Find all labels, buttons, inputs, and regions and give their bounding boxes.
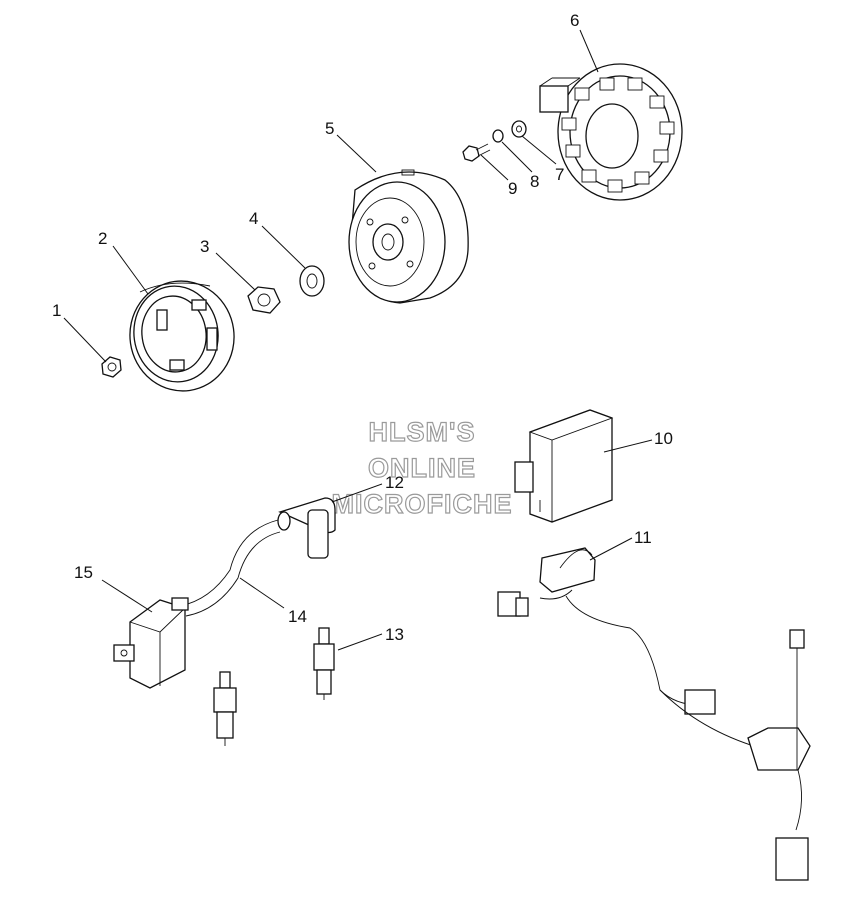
callout-leaders	[63, 29, 653, 651]
part-6-stator[interactable]	[539, 63, 683, 201]
callout-1: 1	[52, 301, 61, 320]
callout-8: 8	[530, 172, 539, 191]
callout-10: 10	[654, 429, 673, 448]
callout-6: 6	[570, 11, 579, 30]
part-14-ignition-wire[interactable]	[179, 519, 281, 617]
callout-numbers: 1 2 3 4 5 6 7 8 9 10 11 12 13 14 15	[52, 11, 673, 644]
watermark-line-2: ONLINE	[368, 453, 476, 483]
part-1-bolt[interactable]	[101, 356, 122, 378]
callout-13: 13	[385, 625, 404, 644]
callout-4: 4	[249, 209, 258, 228]
callout-12: 12	[385, 473, 404, 492]
part-7-washer[interactable]	[511, 120, 527, 138]
part-13-spark-plug-secondary[interactable]	[213, 671, 237, 746]
part-9-screw[interactable]	[462, 143, 491, 162]
callout-11: 11	[634, 528, 652, 547]
callout-9: 9	[508, 179, 517, 198]
part-2-starter-cup[interactable]	[123, 274, 241, 397]
callout-14: 14	[288, 607, 307, 626]
callout-2: 2	[98, 229, 107, 248]
watermark: HLSM'S ONLINE MICROFICHE	[331, 416, 513, 519]
callout-7: 7	[555, 165, 564, 184]
part-12-spark-plug-cap[interactable]	[277, 497, 336, 559]
callout-5: 5	[325, 119, 334, 138]
part-15-ignition-coil[interactable]	[113, 597, 189, 689]
watermark-line-1: HLSM'S	[369, 417, 476, 447]
part-13-spark-plug[interactable]	[313, 627, 335, 700]
part-10-cdi-box[interactable]	[514, 409, 614, 523]
part-8-lock-washer[interactable]	[492, 129, 504, 143]
part-4-washer[interactable]	[299, 265, 325, 297]
part-5-flywheel[interactable]	[348, 169, 469, 304]
callout-15: 15	[74, 563, 93, 582]
callout-3: 3	[200, 237, 209, 256]
watermark-line-3: MICROFICHE	[332, 489, 513, 519]
part-3-nut[interactable]	[247, 286, 281, 314]
part-11-wiring-harness[interactable]	[497, 547, 811, 881]
